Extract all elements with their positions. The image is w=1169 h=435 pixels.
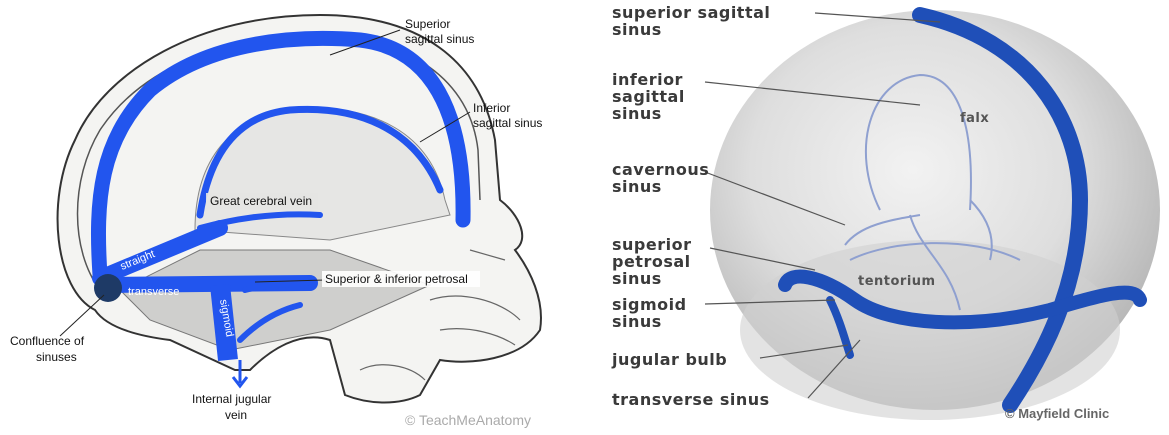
label-superior-petrosal-line3: sinus <box>612 269 662 288</box>
label-superior-sagittal-line1: Superior <box>405 17 450 31</box>
label-cavernous-line2: sinus <box>612 177 662 196</box>
skull-diagram-svg: Superior sagittal sinus Inferior sagitta… <box>0 0 590 430</box>
label-tentorium: tentorium <box>858 274 936 289</box>
label-transverse-sinus: transverse sinus <box>612 390 770 409</box>
label-jugular-bulb: jugular bulb <box>611 350 727 369</box>
credit-teachmeanatomy: © TeachMeAnatomy <box>405 412 531 428</box>
label-falx: falx <box>960 111 989 126</box>
label-sigmoid-line2: sinus <box>612 312 662 331</box>
label-jugular-line2: vein <box>225 408 247 422</box>
label-petrosal: Superior & inferior petrosal <box>325 272 468 286</box>
label-jugular-line1: Internal jugular <box>192 392 271 406</box>
label-confluence-line1: Confluence of <box>10 334 85 348</box>
brain-sinus-diagram: superior sagittal sinus inferior sagitta… <box>590 0 1169 430</box>
label-superior-sagittal-line2: sagittal sinus <box>405 32 474 46</box>
skull-sinus-diagram: Superior sagittal sinus Inferior sagitta… <box>0 0 590 430</box>
label-transverse: transverse <box>128 286 179 298</box>
label-inferior-sagittal-line3: sinus <box>612 104 662 123</box>
brain-lower-lobe <box>740 240 1120 420</box>
credit-mayfield-clinic: © Mayfield Clinic <box>1005 406 1109 421</box>
label-inferior-sagittal-line1: Inferior <box>473 101 510 115</box>
brain-diagram-svg: superior sagittal sinus inferior sagitta… <box>590 0 1169 430</box>
label-great-cerebral-vein: Great cerebral vein <box>210 194 312 208</box>
label-superior-sagittal-line2: sinus <box>612 20 662 39</box>
label-confluence-line2: sinuses <box>36 350 77 364</box>
confluence-of-sinuses <box>94 274 122 302</box>
label-inferior-sagittal-line2: sagittal sinus <box>473 116 542 130</box>
